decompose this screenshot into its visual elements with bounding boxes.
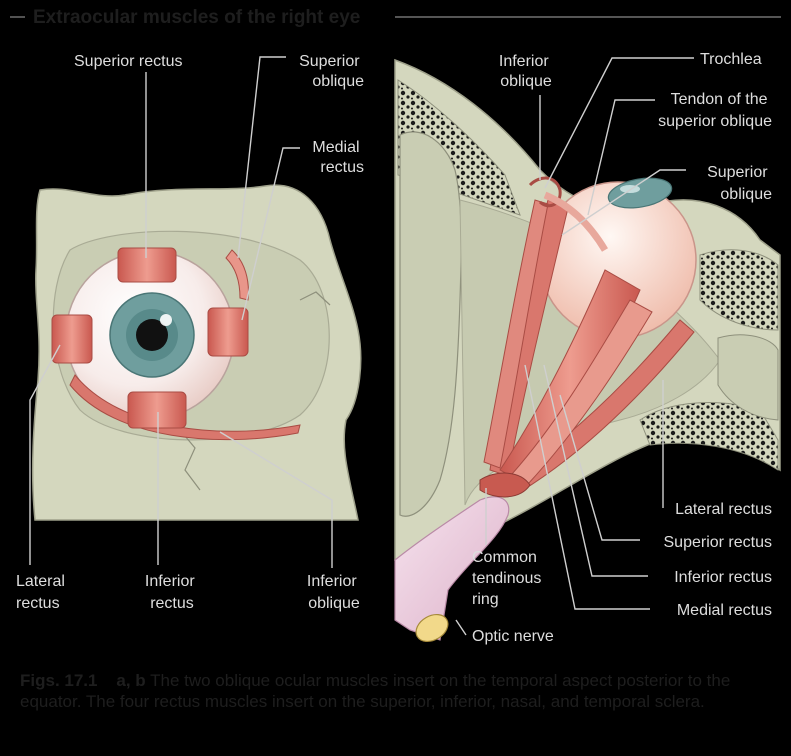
inferior-rectus-a bbox=[128, 392, 186, 428]
label-superior-oblique-a: Superior oblique bbox=[299, 53, 364, 90]
figure-title: Extraocular muscles of the right eye bbox=[33, 7, 360, 28]
highlight-a bbox=[160, 314, 172, 326]
label-common-ring-b: Common tendinous ring bbox=[472, 549, 546, 608]
panel-b: Inferior oblique Trochlea Tendon of the … bbox=[395, 51, 780, 647]
label-trochlea-b: Trochlea bbox=[700, 51, 762, 68]
caption-figure-number: Figs. 17.1 bbox=[20, 671, 97, 690]
label-superior-oblique-b: Superior oblique bbox=[707, 164, 772, 203]
label-inferior-rectus-b: Inferior rectus bbox=[674, 569, 772, 586]
label-optic-nerve-b: Optic nerve bbox=[472, 628, 554, 645]
caption-panels: a, b bbox=[116, 671, 145, 690]
cornea-highlight-b bbox=[620, 185, 640, 193]
label-superior-rectus-b: Superior rectus bbox=[664, 534, 773, 551]
label-inferior-oblique-b: Inferior oblique bbox=[499, 53, 553, 90]
label-lateral-rectus-b: Lateral rectus bbox=[675, 501, 772, 518]
label-tendon-b: Tendon of the superior oblique bbox=[658, 91, 772, 130]
figure-caption: Figs. 17.1 a, b The two oblique ocular m… bbox=[20, 670, 780, 712]
panel-a: Superior rectus Superior oblique Medial … bbox=[16, 53, 364, 612]
label-medial-rectus-a: Medial rectus bbox=[312, 139, 364, 176]
label-lateral-rectus-a: Lateral rectus bbox=[16, 573, 69, 612]
superior-rectus-a bbox=[118, 248, 176, 282]
label-inferior-rectus-a: Inferior rectus bbox=[145, 573, 199, 612]
lateral-rectus-a bbox=[52, 315, 92, 363]
medial-rectus-a bbox=[208, 308, 248, 356]
label-inferior-oblique-a: Inferior oblique bbox=[307, 573, 361, 612]
label-superior-rectus-a: Superior rectus bbox=[74, 53, 183, 70]
label-medial-rectus-b: Medial rectus bbox=[677, 602, 772, 619]
